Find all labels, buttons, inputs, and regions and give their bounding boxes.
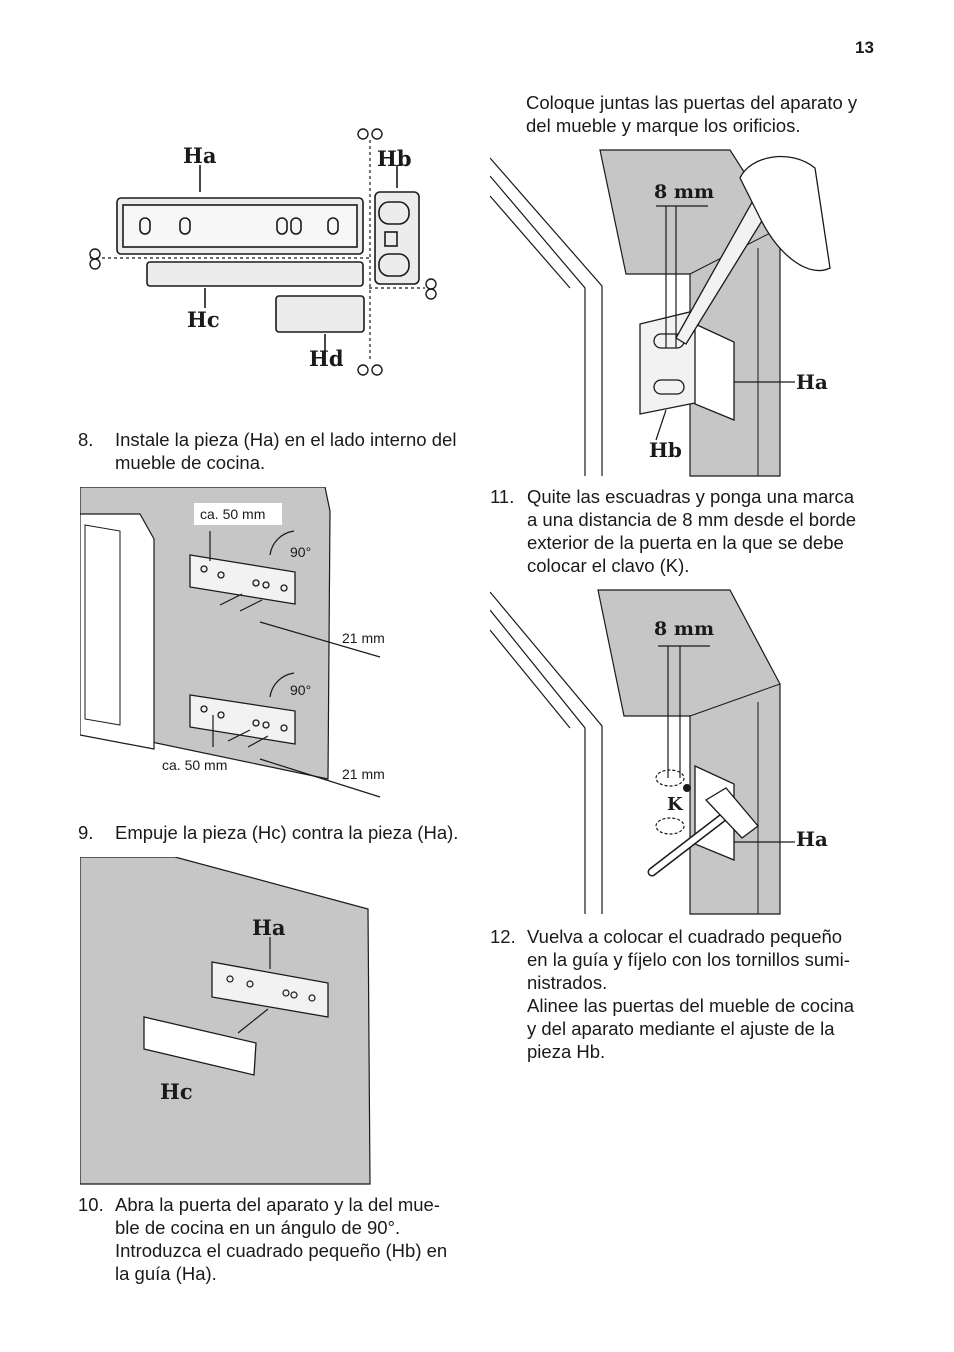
- step-12: 12. Vuelva a colocar el cuadrado pequeño…: [490, 925, 890, 1063]
- text-line: Instale la pieza (Ha) en el lado interno…: [115, 429, 457, 450]
- page-number: 13: [855, 38, 874, 57]
- label-ha: Ha: [252, 915, 286, 940]
- label-hb: Hb: [377, 146, 412, 171]
- step-number: 12.: [490, 926, 516, 947]
- offset-top-label: 21 mm: [342, 630, 385, 646]
- step-number: 10.: [78, 1194, 104, 1215]
- text-line: mueble de cocina.: [115, 452, 266, 473]
- mark-figure: 8 mm Ha Hb: [490, 149, 831, 477]
- text-line: la guía (Ha).: [115, 1263, 217, 1284]
- scissors-icon: [89, 128, 437, 376]
- label-hb: Hb: [649, 438, 682, 462]
- dist-top-label: ca. 50 mm: [200, 506, 265, 522]
- step-number: 8.: [78, 429, 94, 450]
- angle-top-label: 90°: [290, 544, 311, 560]
- text-line: colocar el clavo (K).: [527, 555, 690, 576]
- text-line: del mueble y marque los orificios.: [526, 115, 801, 136]
- text-line: y del aparato mediante el ajuste de la: [527, 1018, 835, 1039]
- text-line: Introduzca el cuadrado pequeño (Hb) en: [115, 1240, 448, 1261]
- step-number: 9.: [78, 822, 94, 843]
- label-ha: Ha: [796, 827, 828, 851]
- parts-figure: Ha Hb Hc Hd: [89, 128, 437, 376]
- label-hc: Hc: [160, 1079, 193, 1104]
- text-line: Empuje la pieza (Hc) contra la pieza (Ha…: [115, 822, 459, 843]
- text-line: exterior de la puerta en la que se debe: [527, 532, 844, 553]
- step-number: 11.: [490, 486, 515, 507]
- text-line: nistrados.: [527, 972, 608, 993]
- dim-label: 8 mm: [654, 618, 714, 640]
- step-10: 10. Abra la puerta del aparato y la del …: [78, 1193, 478, 1285]
- intro-paragraph: Coloque juntas las puertas del aparato y…: [526, 91, 857, 137]
- push-figure: Ha Hc: [80, 857, 371, 1185]
- text-line: Alinee las puertas del mueble de cocina: [527, 995, 855, 1016]
- step-11: 11. Quite las escuadras y ponga una marc…: [490, 485, 890, 577]
- label-ha: Ha: [796, 370, 828, 394]
- dist-bottom-label: ca. 50 mm: [162, 757, 227, 773]
- step-9: 9. Empuje la pieza (Hc) contra la pieza …: [78, 821, 478, 845]
- step-8: 8. Instale la pieza (Ha) en el lado inte…: [78, 428, 478, 476]
- text-line: a una distancia de 8 mm desde el borde: [527, 509, 857, 530]
- nail-figure: 8 mm K Ha: [490, 589, 828, 915]
- text-line: ble de cocina en un ángulo de 90°.: [115, 1217, 401, 1238]
- text-line: Quite las escuadras y ponga una marca: [527, 486, 855, 507]
- label-k: K: [667, 794, 684, 815]
- offset-bottom-label: 21 mm: [342, 766, 385, 782]
- label-hd: Hd: [309, 346, 344, 371]
- text-line: Vuelva a colocar el cuadrado pequeño: [527, 926, 843, 947]
- dim-label: 8 mm: [654, 181, 714, 203]
- text-line: pieza Hb.: [527, 1041, 606, 1062]
- text-line: Coloque juntas las puertas del aparato y: [526, 92, 858, 113]
- text-line: en la guía y fíjelo con los tornillos su…: [527, 949, 850, 970]
- text-line: Abra la puerta del aparato y la del mue-: [115, 1194, 440, 1215]
- angle-bottom-label: 90°: [290, 682, 311, 698]
- install-figure: ca. 50 mm ca. 50 mm 90° 90° 21 mm 21 mm: [80, 487, 385, 798]
- label-hc: Hc: [187, 307, 220, 332]
- label-ha: Ha: [183, 143, 217, 168]
